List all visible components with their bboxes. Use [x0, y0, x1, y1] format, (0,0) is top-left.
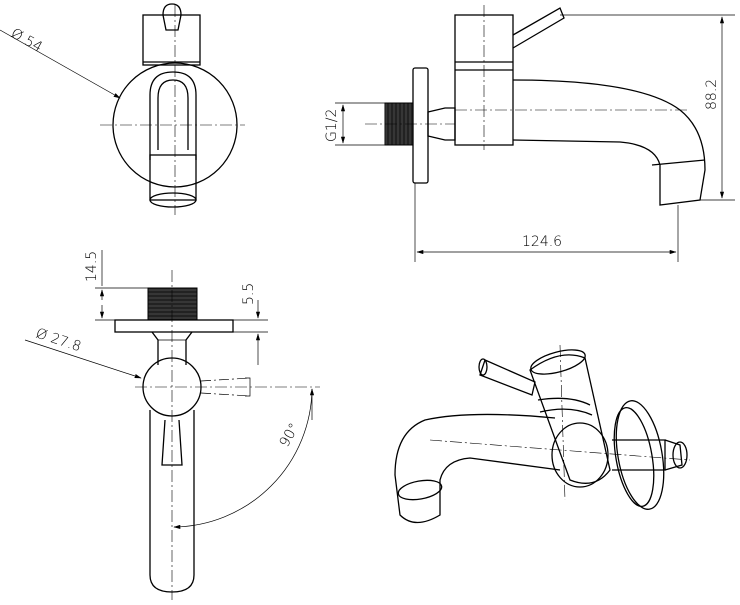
front-view: Ø 54 — [0, 3, 245, 215]
length-label: 124.6 — [522, 234, 562, 250]
side-view: 88.2 124.6 G1/2 — [324, 5, 735, 262]
thread-length-label: 14.5 — [84, 251, 100, 282]
flange-thickness-label: 5.5 — [241, 283, 257, 305]
isometric-view — [394, 344, 691, 524]
thread-label: G1/2 — [324, 109, 340, 142]
height-label: 88.2 — [704, 79, 720, 110]
front-flange-diameter-label: Ø 54 — [8, 26, 45, 56]
top-view: 14.5 5.5 Ø 27.8 90° — [24, 250, 320, 600]
